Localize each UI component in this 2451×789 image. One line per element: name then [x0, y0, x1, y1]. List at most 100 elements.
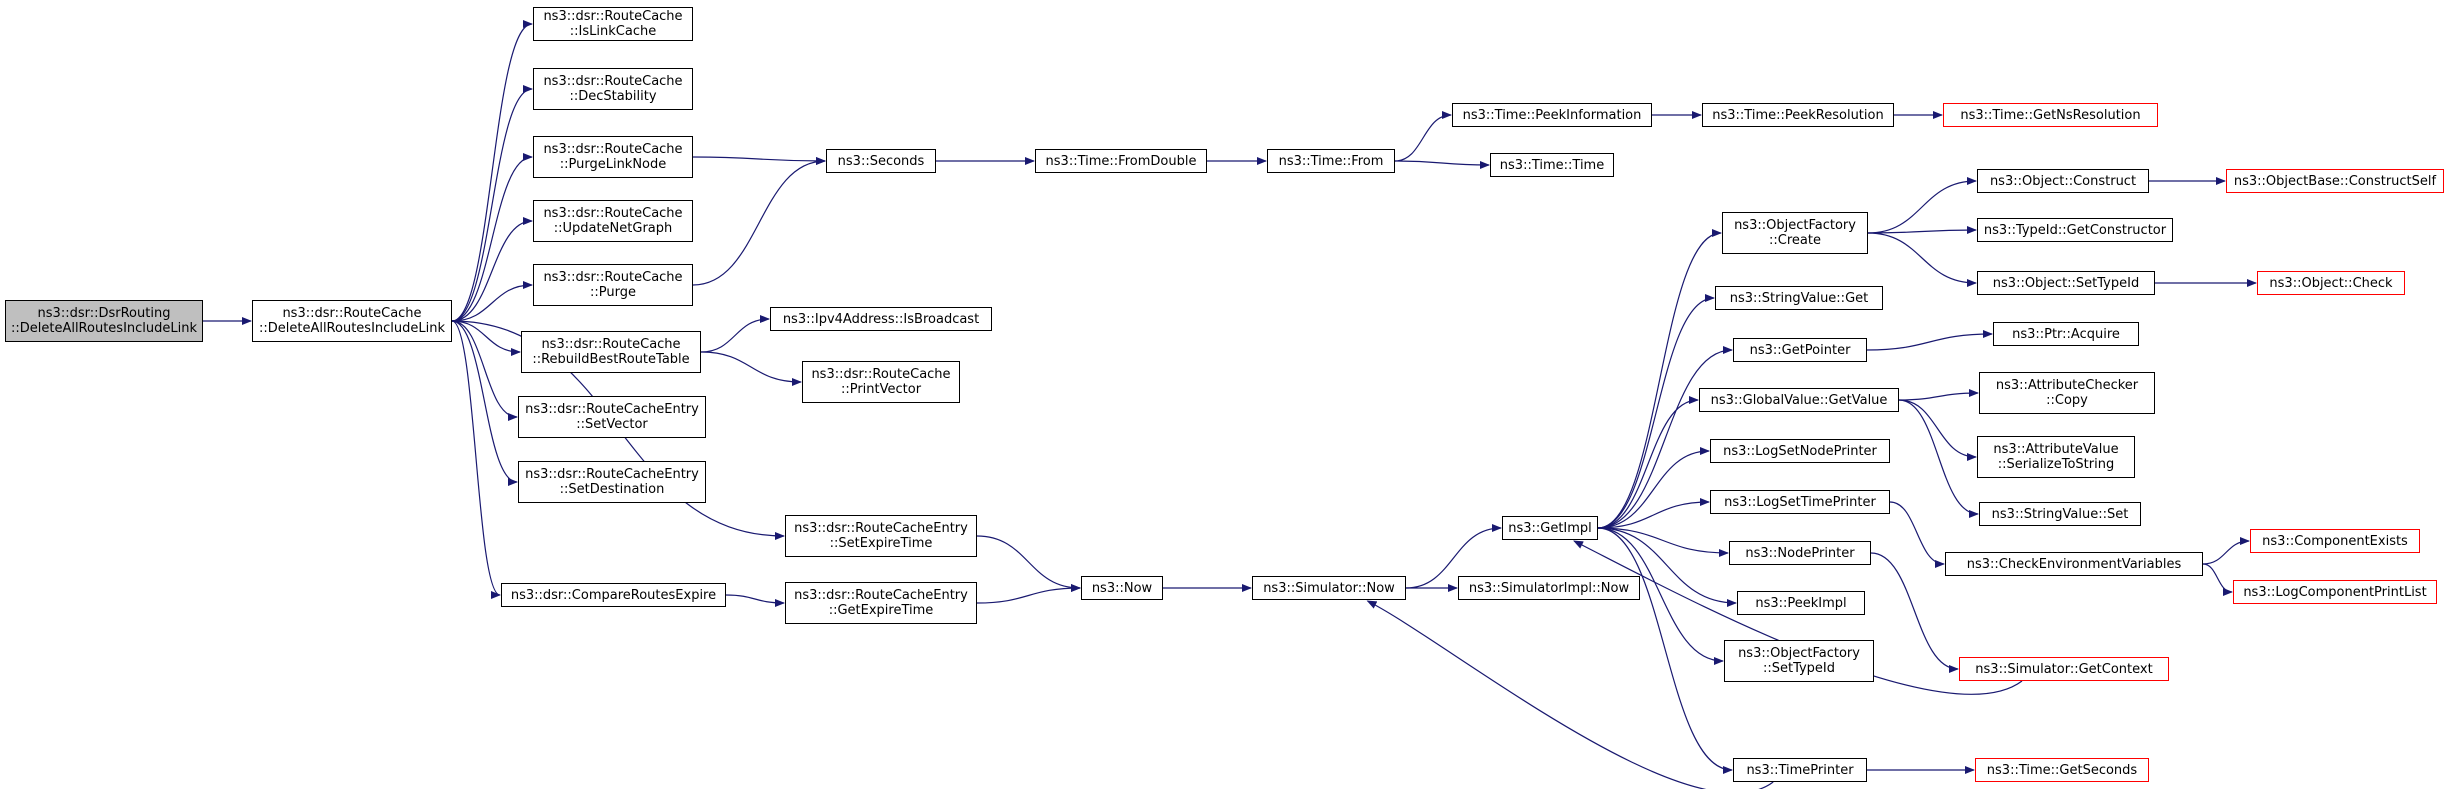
call-edge — [1597, 346, 1733, 529]
graph-node[interactable]: ns3::Ptr::Acquire — [1993, 322, 2139, 346]
graph-node[interactable]: ns3::Object::Construct — [1977, 169, 2149, 193]
graph-node[interactable]: ns3::Ipv4Address::IsBroadcast — [770, 307, 992, 331]
node-label-line: ::PrintVector — [840, 382, 922, 397]
node-label-line: ::DeleteAllRoutesIncludeLink — [258, 321, 446, 336]
node-label-line: ::SetExpireTime — [829, 536, 933, 551]
node-label-line: ns3::dsr::RouteCacheEntry — [794, 521, 968, 536]
graph-node[interactable]: ns3::ComponentExists — [2250, 529, 2420, 553]
node-label-line: ns3::GetPointer — [1749, 342, 1851, 358]
call-edge — [1898, 399, 1979, 518]
graph-node[interactable]: ns3::Object::SetTypeId — [1977, 271, 2155, 295]
graph-node[interactable]: ns3::GetImpl — [1502, 516, 1598, 540]
node-label-line: ns3::dsr::RouteCache — [543, 9, 683, 24]
node-label-line: ::RebuildBestRouteTable — [532, 352, 690, 367]
graph-node[interactable]: ns3::dsr::RouteCache::Purge — [533, 264, 693, 306]
graph-node[interactable]: ns3::dsr::RouteCache::PrintVector — [802, 361, 960, 403]
graph-node[interactable]: ns3::dsr::RouteCache::UpdateNetGraph — [533, 200, 693, 242]
node-label-line: ns3::Simulator::GetContext — [1975, 661, 2153, 677]
call-edge — [451, 85, 533, 322]
call-edge — [451, 153, 533, 322]
graph-node[interactable]: ns3::dsr::CompareRoutesExpire — [501, 583, 726, 607]
graph-node[interactable]: ns3::LogSetTimePrinter — [1710, 490, 1890, 514]
graph-node[interactable]: ns3::Time::GetNsResolution — [1943, 103, 2158, 127]
graph-node[interactable]: ns3::Time::Time — [1490, 153, 1614, 177]
node-label-line: ::PurgeLinkNode — [559, 157, 667, 172]
graph-node[interactable]: ns3::dsr::RouteCache::RebuildBestRouteTa… — [521, 331, 701, 373]
graph-node[interactable]: ns3::PeekImpl — [1737, 591, 1865, 615]
node-label-line: ns3::dsr::RouteCacheEntry — [525, 402, 699, 417]
graph-node: ns3::dsr::DsrRouting::DeleteAllRoutesInc… — [5, 300, 203, 342]
graph-node[interactable]: ns3::dsr::RouteCache::PurgeLinkNode — [533, 136, 693, 178]
node-label-line: ::Copy — [2046, 393, 2088, 408]
node-label-line: ns3::Now — [1091, 580, 1153, 596]
node-label-line: ns3::dsr::RouteCache — [282, 306, 422, 321]
graph-node[interactable]: ns3::Time::From — [1267, 149, 1395, 173]
graph-node[interactable]: ns3::Object::Check — [2257, 271, 2405, 295]
graph-node[interactable]: ns3::CheckEnvironmentVariables — [1945, 552, 2203, 576]
graph-node[interactable]: ns3::Simulator::GetContext — [1959, 657, 2169, 681]
node-label-line: ::GetExpireTime — [828, 603, 934, 618]
node-label-line: ns3::Time::GetSeconds — [1986, 762, 2138, 778]
node-label-line: ns3::Ipv4Address::IsBroadcast — [782, 311, 980, 327]
graph-node[interactable]: ns3::TimePrinter — [1733, 758, 1867, 782]
graph-node[interactable]: ns3::TypeId::GetConstructor — [1977, 218, 2173, 242]
graph-node[interactable]: ns3::Time::FromDouble — [1035, 149, 1207, 173]
call-edge — [451, 320, 518, 486]
call-edge — [1597, 447, 1710, 529]
call-edge — [1597, 294, 1715, 529]
graph-node[interactable]: ns3::dsr::RouteCacheEntry::SetVector — [518, 396, 706, 438]
graph-node[interactable]: ns3::dsr::RouteCacheEntry::SetDestinatio… — [518, 461, 706, 503]
call-edge — [1394, 160, 1490, 169]
node-label-line: ::SerializeToString — [1997, 457, 2115, 472]
node-label-line: ns3::AttributeChecker — [1995, 378, 2139, 393]
graph-node[interactable]: ns3::GlobalValue::GetValue — [1699, 388, 1899, 412]
graph-node[interactable]: ns3::dsr::RouteCache::IsLinkCache — [533, 7, 693, 41]
graph-node[interactable]: ns3::Now — [1081, 576, 1163, 600]
graph-node[interactable]: ns3::StringValue::Set — [1979, 502, 2141, 526]
graph-node[interactable]: ns3::LogComponentPrintList — [2233, 580, 2437, 604]
graph-node[interactable]: ns3::ObjectFactory::Create — [1722, 212, 1868, 254]
graph-node[interactable]: ns3::LogSetNodePrinter — [1710, 439, 1890, 463]
graph-node[interactable]: ns3::GetPointer — [1733, 338, 1867, 362]
node-label-line: ns3::GetImpl — [1508, 520, 1592, 536]
graph-node[interactable]: ns3::AttributeValue::SerializeToString — [1977, 436, 2135, 478]
graph-node[interactable]: ns3::Simulator::Now — [1252, 576, 1406, 600]
graph-node[interactable]: ns3::AttributeChecker::Copy — [1979, 372, 2155, 414]
node-label-line: ns3::Time::PeekResolution — [1712, 107, 1884, 123]
node-label-line: ns3::Object::Construct — [1989, 173, 2137, 189]
node-label-line: ns3::Object::SetTypeId — [1992, 275, 2140, 291]
graph-node[interactable]: ns3::Time::GetSeconds — [1975, 758, 2149, 782]
node-label-line: ns3::ObjectFactory — [1734, 218, 1856, 233]
node-label-line: ::Create — [1769, 233, 1821, 248]
graph-node[interactable]: ns3::dsr::RouteCacheEntry::SetExpireTime — [785, 515, 977, 557]
graph-node[interactable]: ns3::Time::PeekInformation — [1452, 103, 1652, 127]
node-label-line: ns3::LogComponentPrintList — [2243, 584, 2427, 600]
graph-node[interactable]: ns3::ObjectBase::ConstructSelf — [2226, 169, 2444, 193]
graph-node[interactable]: ns3::dsr::RouteCacheEntry::GetExpireTime — [785, 582, 977, 624]
graph-node[interactable]: ns3::ObjectFactory::SetTypeId — [1724, 640, 1874, 682]
graph-node[interactable]: ns3::Time::PeekResolution — [1702, 103, 1894, 127]
call-edge — [692, 156, 826, 165]
call-edge — [1597, 527, 1737, 607]
node-label-line: ns3::Object::Check — [2269, 275, 2393, 291]
node-label-line: ns3::CheckEnvironmentVariables — [1966, 556, 2182, 572]
call-edge — [1866, 330, 1993, 351]
call-edge — [976, 535, 1081, 592]
call-edge — [725, 594, 785, 607]
call-edge — [451, 320, 518, 421]
graph-node[interactable]: ns3::Seconds — [826, 149, 936, 173]
graph-node[interactable]: ns3::StringValue::Get — [1715, 286, 1883, 310]
call-edge — [1867, 226, 1977, 235]
graph-node[interactable]: ns3::NodePrinter — [1729, 541, 1871, 565]
node-label-line: ns3::TypeId::GetConstructor — [1983, 222, 2167, 238]
node-label-line: ns3::SimulatorImpl::Now — [1468, 580, 1630, 596]
call-edge — [700, 351, 802, 386]
graph-node[interactable]: ns3::dsr::RouteCache::DeleteAllRoutesInc… — [252, 300, 452, 342]
node-label-line: ns3::LogSetNodePrinter — [1723, 443, 1877, 459]
call-edge — [1597, 396, 1699, 529]
graph-node[interactable]: ns3::SimulatorImpl::Now — [1458, 576, 1640, 600]
node-label-line: ::SetTypeId — [1762, 661, 1836, 676]
node-label-line: ns3::dsr::RouteCache — [543, 270, 683, 285]
graph-node[interactable]: ns3::dsr::RouteCache::DecStability — [533, 68, 693, 110]
